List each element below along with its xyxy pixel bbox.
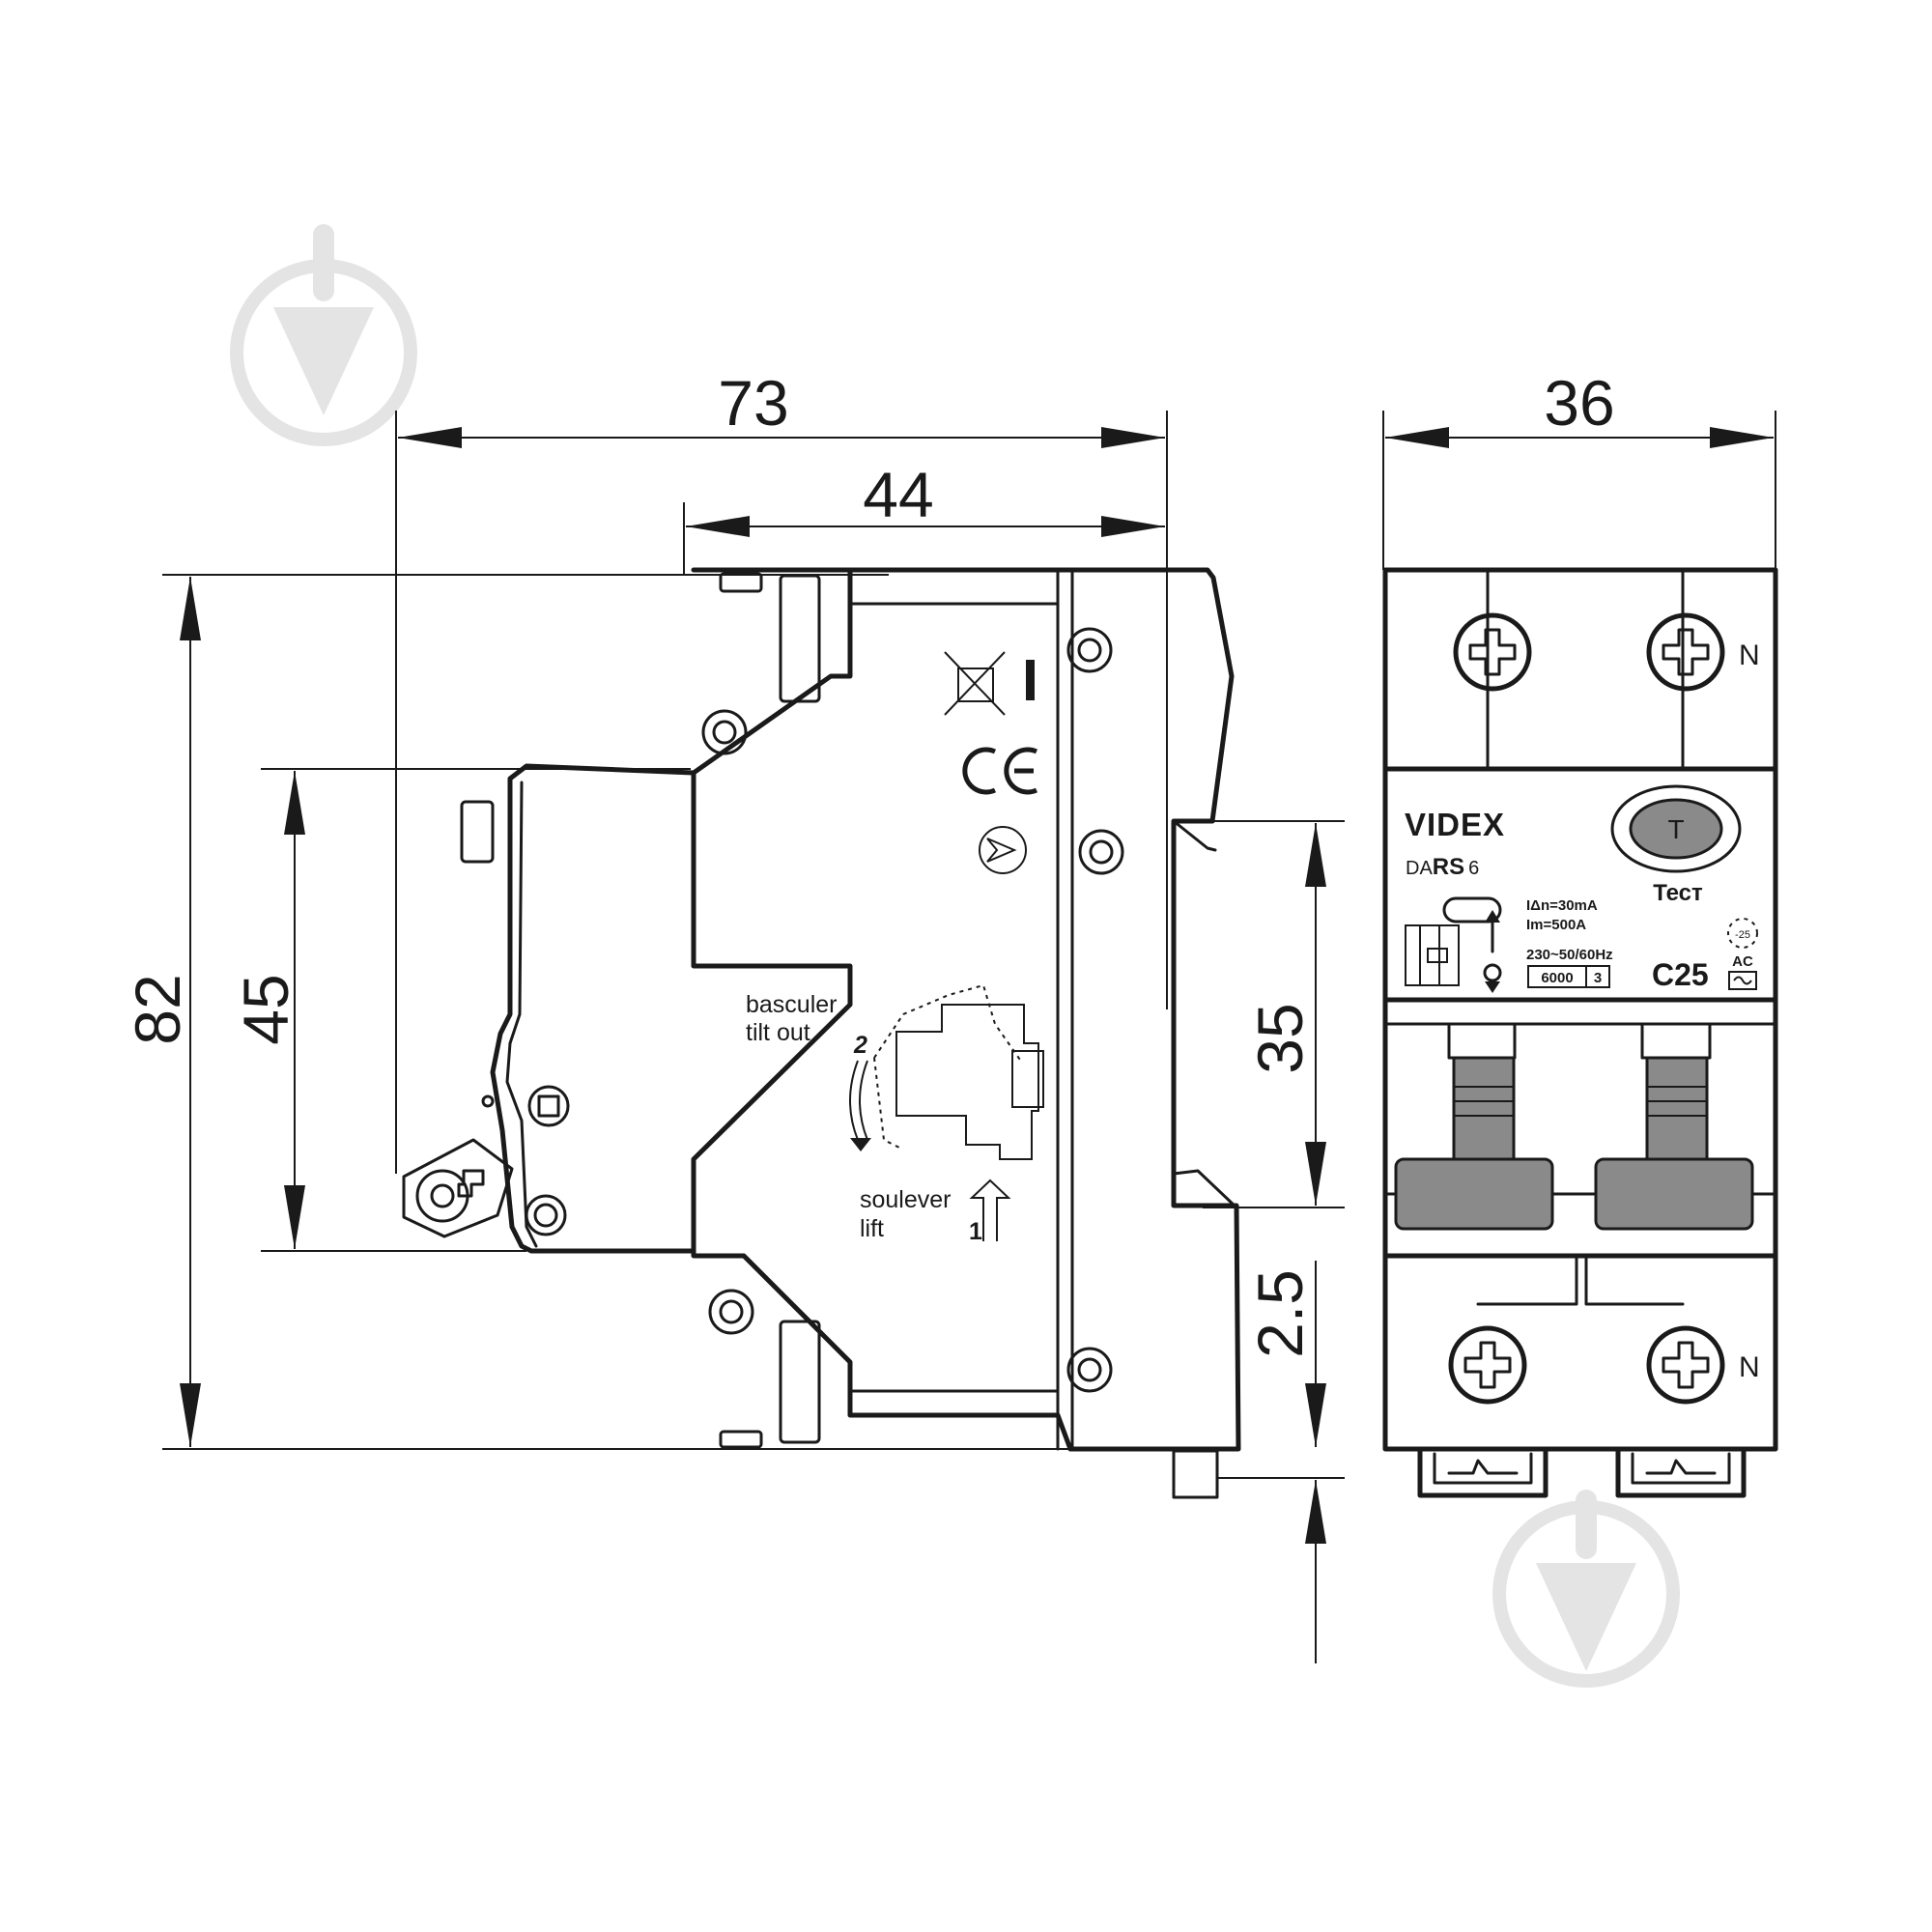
watermark-icon-top-left bbox=[230, 224, 417, 446]
neutral-label-top: N bbox=[1739, 639, 1760, 671]
front-body-outline bbox=[1382, 567, 1778, 1452]
on-off-arrows-icon bbox=[1483, 910, 1502, 993]
lift-label-en: lift bbox=[860, 1215, 884, 1242]
step-tilt-number: 2 bbox=[853, 1032, 867, 1059]
screw-icon bbox=[708, 1289, 754, 1335]
conformity-mark-icon bbox=[979, 826, 1027, 874]
dimension-width: 36 bbox=[1382, 367, 1776, 570]
dim-width-label: 36 bbox=[1544, 367, 1614, 439]
rating-label: C25 bbox=[1652, 957, 1709, 992]
din-clip-left bbox=[1417, 1449, 1548, 1498]
lever-right[interactable] bbox=[1594, 1022, 1754, 1231]
dim-rail-height-label: 35 bbox=[1244, 1003, 1316, 1073]
screw-icon bbox=[1066, 1347, 1113, 1393]
lever-left[interactable] bbox=[1394, 1022, 1554, 1231]
watermark-icon-bottom-right bbox=[1492, 1490, 1680, 1688]
release-knob bbox=[402, 1085, 570, 1238]
dimension-height: 82 bbox=[122, 574, 1167, 1450]
terminal-screw-bottom-left-icon bbox=[1448, 1325, 1527, 1405]
screw-icon bbox=[1078, 829, 1124, 875]
wiring-diagram-icon bbox=[1405, 924, 1460, 986]
lift-label-fr: soulever bbox=[860, 1186, 952, 1213]
weee-bin-icon bbox=[944, 651, 1035, 716]
dim-front-height-label: 45 bbox=[230, 974, 301, 1044]
dimension-rail-height: 35 bbox=[1203, 820, 1345, 1208]
ac-wave-icon bbox=[1733, 976, 1752, 985]
screw-icon bbox=[1066, 627, 1113, 673]
dimension-overall-depth: 73 bbox=[395, 367, 1168, 1174]
dim-rail-offset-label: 2.5 bbox=[1244, 1269, 1316, 1358]
side-body-outline bbox=[691, 567, 1241, 1452]
terminal-screw-bottom-right-icon bbox=[1646, 1325, 1725, 1405]
tilt-arrow-icon bbox=[849, 1060, 871, 1151]
step-lift-number: 1 bbox=[969, 1218, 982, 1245]
type-label: AC bbox=[1732, 953, 1753, 970]
side-view: basculer tilt out soulever lift 2 1 bbox=[402, 567, 1241, 1499]
rail-clip-schematic bbox=[873, 983, 1044, 1160]
tilt-label-fr: basculer bbox=[746, 991, 838, 1018]
status-indicator-window bbox=[1442, 896, 1502, 923]
class-label: 3 bbox=[1594, 970, 1602, 986]
dim-overall-depth-label: 73 bbox=[718, 367, 788, 439]
dimension-rail-offset: 2.5 bbox=[1217, 1261, 1345, 1663]
temperature-label: -25 bbox=[1735, 929, 1750, 941]
side-rail-hook bbox=[490, 763, 696, 1256]
terminal-screw-top-left-icon bbox=[1453, 612, 1532, 692]
making-current-label: Im=500A bbox=[1526, 917, 1586, 933]
screw-icon bbox=[701, 709, 748, 755]
voltage-label: 230~50/60Hz bbox=[1526, 947, 1613, 963]
neutral-label-bottom: N bbox=[1739, 1351, 1760, 1383]
terminal-screw-top-right-icon bbox=[1646, 612, 1725, 692]
dim-front-depth-label: 44 bbox=[863, 459, 933, 530]
test-label: Тест bbox=[1653, 880, 1703, 906]
brand-logo: VIDEX bbox=[1405, 807, 1505, 842]
residual-current-label: IΔn=30mA bbox=[1526, 897, 1598, 914]
breaking-capacity-label: 6000 bbox=[1541, 970, 1573, 986]
lift-arrow-icon bbox=[969, 1179, 1011, 1241]
dim-height-label: 82 bbox=[122, 974, 193, 1044]
test-button[interactable]: T bbox=[1610, 784, 1742, 873]
tilt-label-en: tilt out bbox=[746, 1019, 810, 1046]
din-clip-right bbox=[1615, 1449, 1747, 1498]
dimension-front-depth: 44 bbox=[683, 459, 1165, 575]
temperature-snowflake-icon: -25 bbox=[1727, 918, 1758, 949]
test-button-label: T bbox=[1667, 814, 1684, 844]
ce-mark-icon bbox=[962, 747, 1038, 795]
